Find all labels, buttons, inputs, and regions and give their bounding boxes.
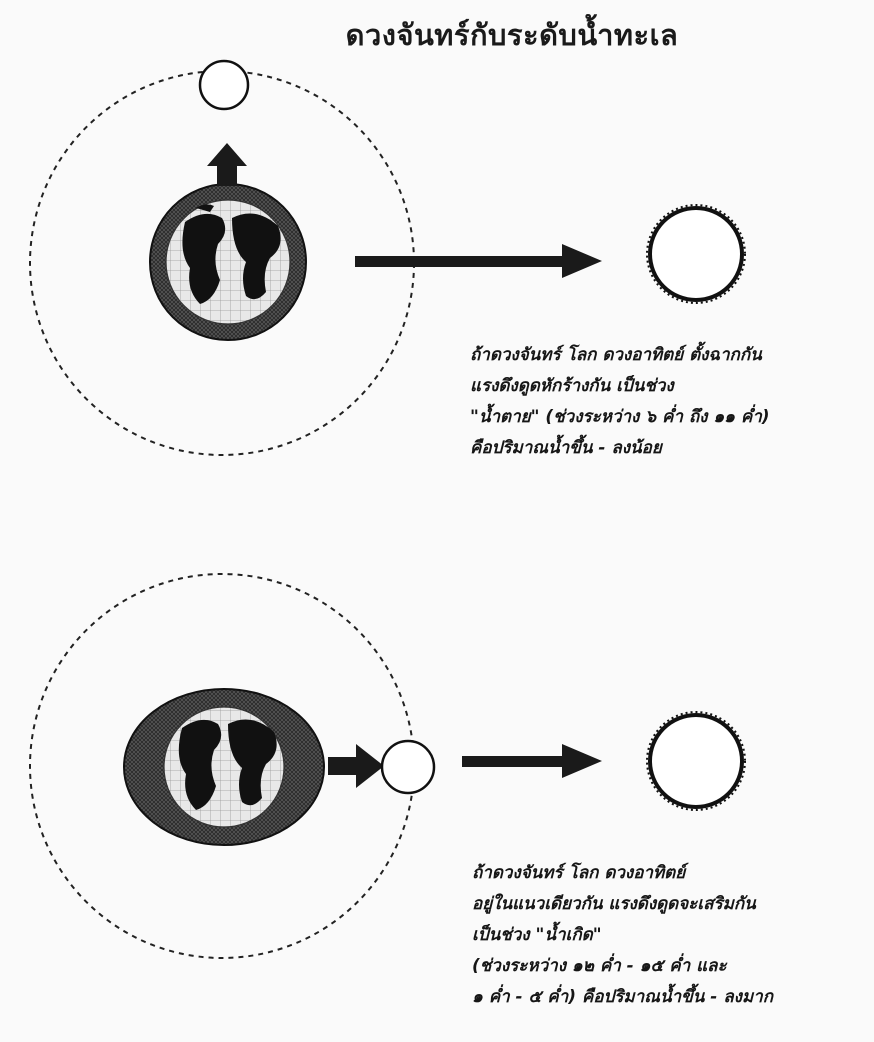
right-arrow <box>462 744 602 778</box>
caption-line: ๑ ค่ำ - ๕ ค่ำ) คือปริมาณน้ำขึ้น - ลงมาก <box>472 982 773 1013</box>
sun <box>647 205 745 303</box>
earth-globe <box>150 184 306 340</box>
caption-line: ถ้าดวงจันทร์ โลก ดวงอาทิตย์ <box>472 858 773 889</box>
caption-line: (ช่วงระหว่าง ๑๒ ค่ำ - ๑๕ ค่ำ และ <box>472 951 773 982</box>
caption-line: คือปริมาณน้ำขึ้น - ลงน้อย <box>470 433 770 464</box>
caption-line: อยู่ในแนวเดียวกัน แรงดึงดูดจะเสริมกัน <box>472 889 773 920</box>
earth-globe <box>124 689 324 845</box>
neap-tide-caption: ถ้าดวงจันทร์ โลก ดวงอาทิตย์ ตั้งฉากกัน แ… <box>470 340 770 464</box>
up-arrow <box>207 143 247 186</box>
caption-line: ถ้าดวงจันทร์ โลก ดวงอาทิตย์ ตั้งฉากกัน <box>470 340 770 371</box>
caption-line: แรงดึงดูดหักร้างกัน เป็นช่วง <box>470 371 770 402</box>
sun <box>647 712 745 810</box>
right-arrow <box>355 244 602 278</box>
spring-tide-caption: ถ้าดวงจันทร์ โลก ดวงอาทิตย์ อยู่ในแนวเดี… <box>472 858 773 1013</box>
caption-line: "น้ำตาย" (ช่วงระหว่าง ๖ ค่ำ ถึง ๑๑ ค่ำ) <box>470 402 770 433</box>
caption-line: เป็นช่วง "น้ำเกิด" <box>472 920 773 951</box>
moon <box>200 61 248 109</box>
moon <box>382 741 434 793</box>
earth-moon-arrow <box>328 744 384 788</box>
